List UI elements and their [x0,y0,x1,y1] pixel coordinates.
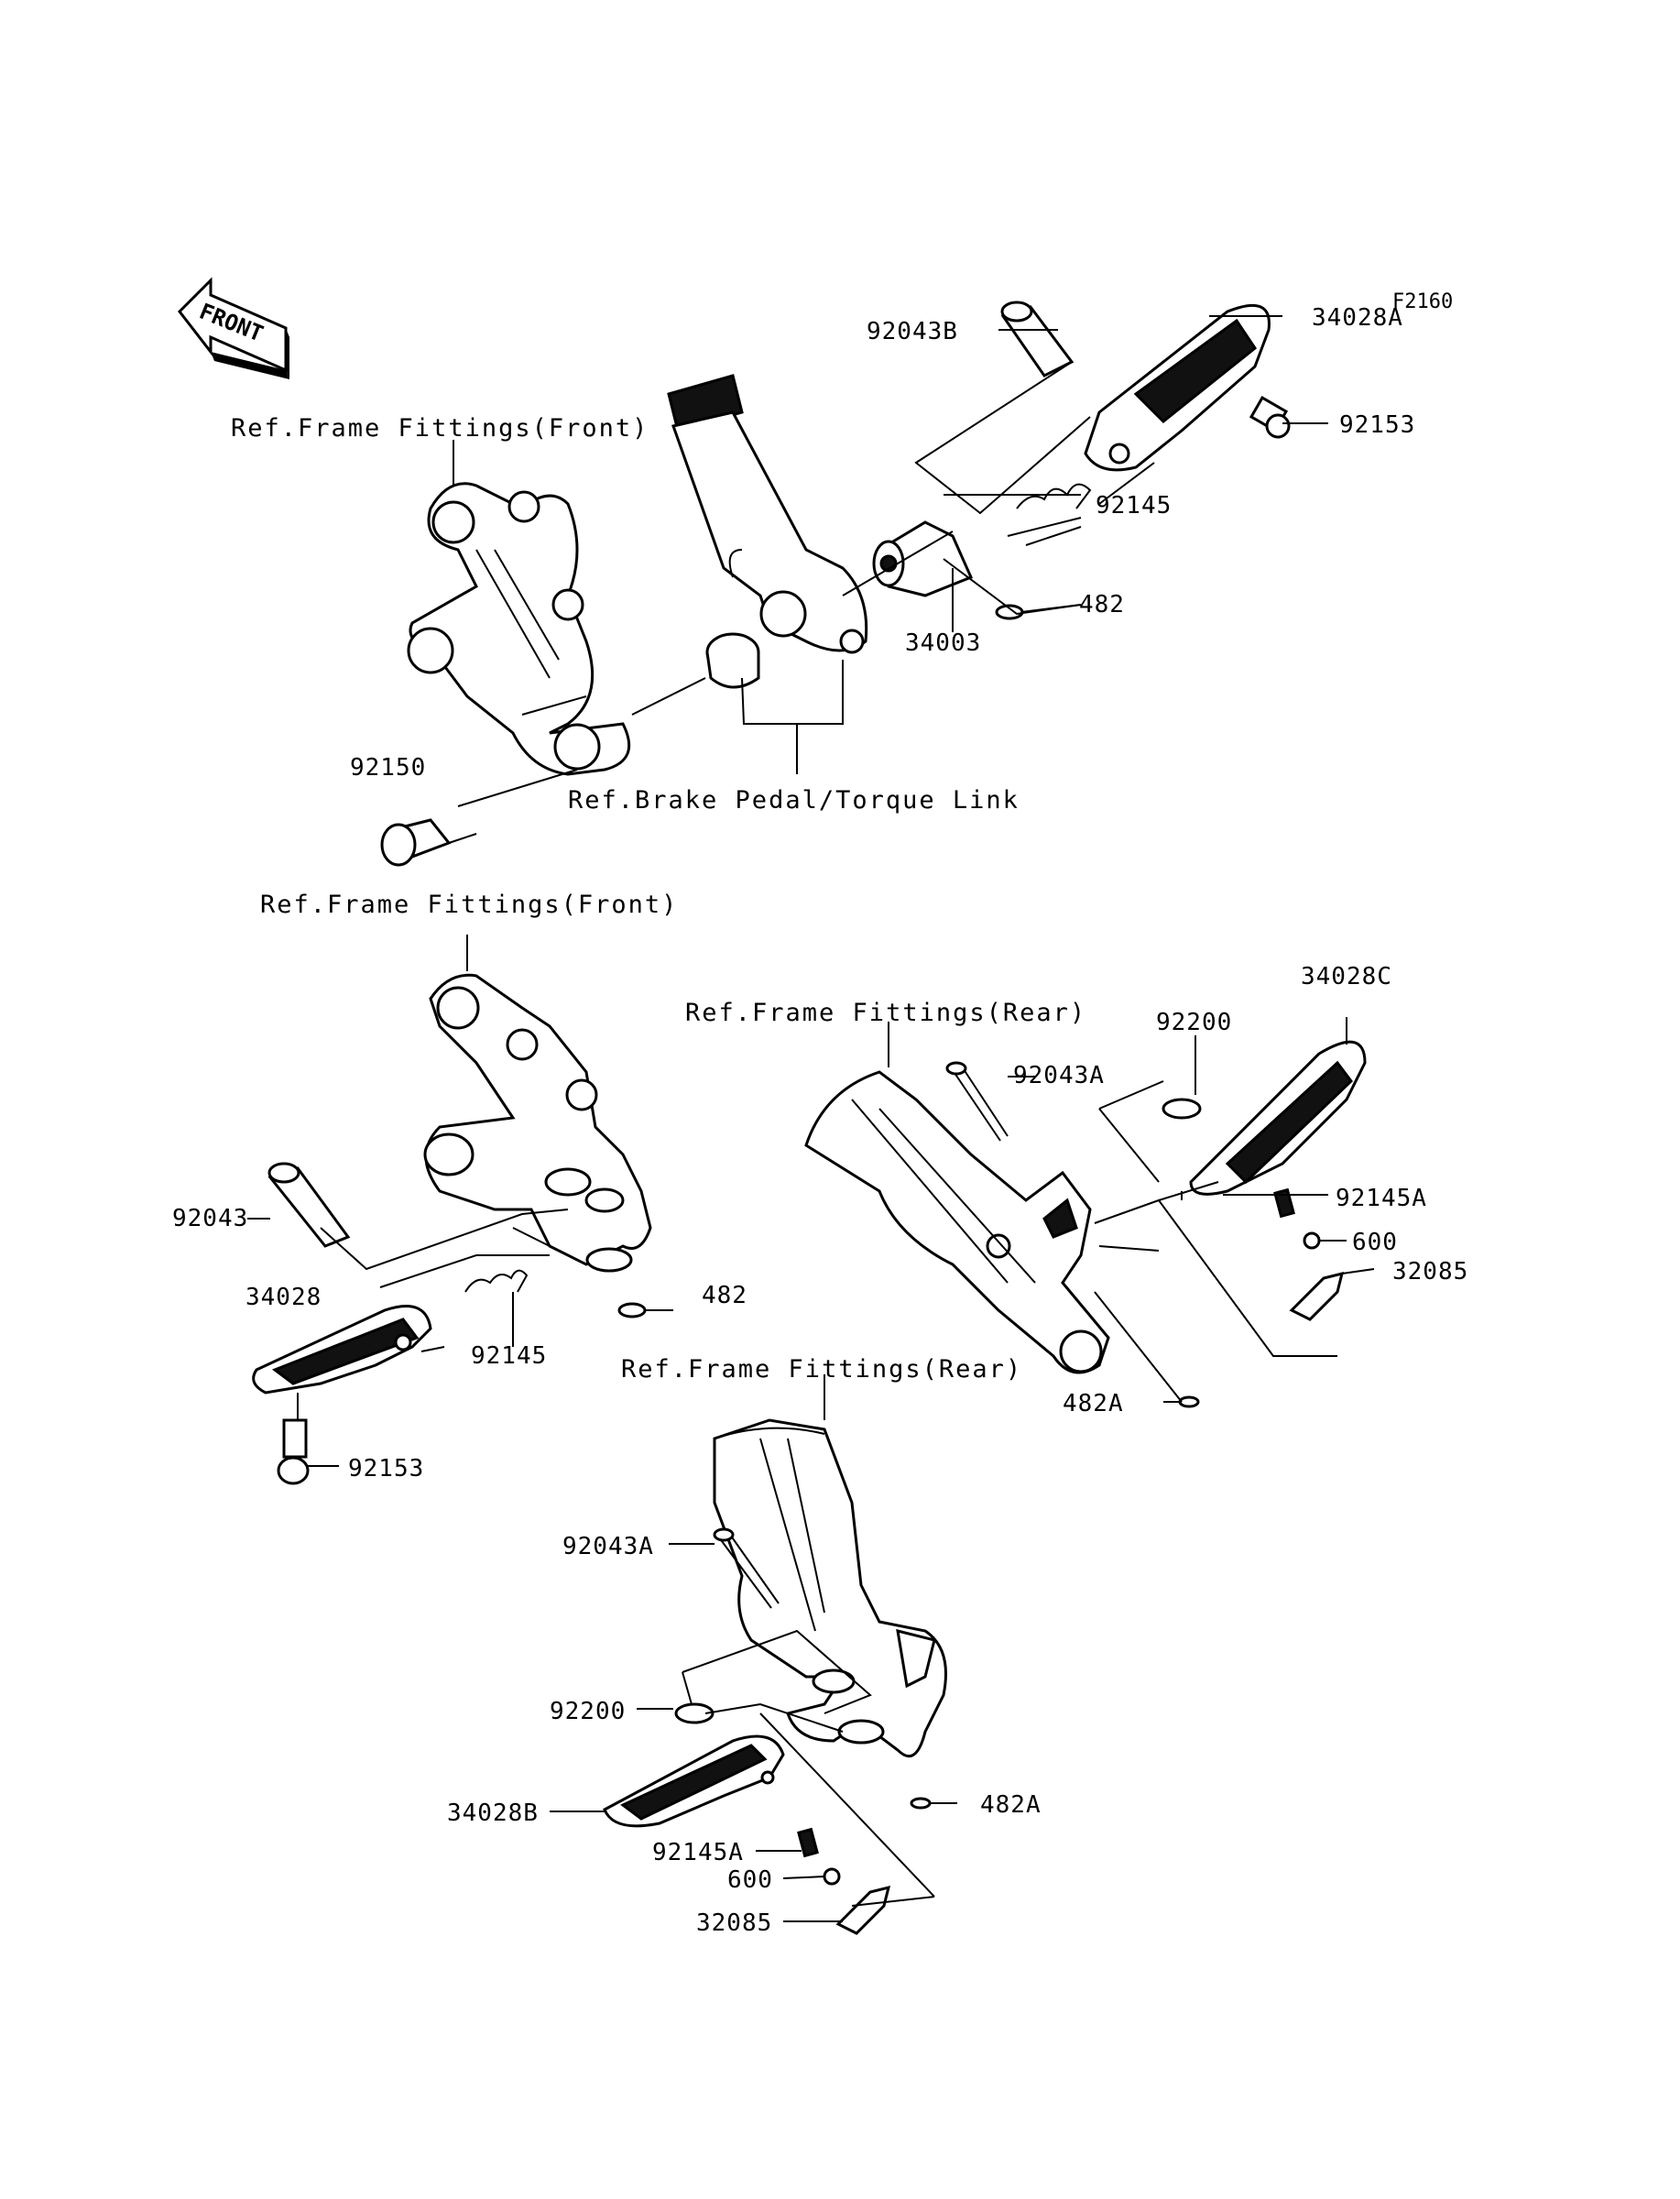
part-92043B: 92043B [867,318,958,345]
part-34028: 34028 [245,1284,322,1311]
part-92153-top: 92153 [1339,411,1415,439]
frame-bracket-front-top [407,482,631,776]
pin-92043A-bottom [713,1527,780,1609]
part-482-top: 482 [1079,591,1125,618]
ref-frame-fittings-rear-right: Ref.Frame Fittings(Rear) [685,999,1086,1027]
ball-600-right [1303,1231,1321,1250]
part-92043A-right: 92043A [1013,1062,1105,1089]
footpeg-34028 [252,1305,432,1395]
washer-92200-right [1162,1098,1202,1120]
spring-92145A-bottom [797,1827,819,1858]
part-92145A-right: 92145A [1336,1185,1427,1212]
part-32085-right: 32085 [1392,1258,1468,1285]
part-92200-right: 92200 [1156,1009,1232,1036]
footpeg-34028B [603,1734,785,1828]
spring-92145-top [1016,483,1092,509]
pivot-34003 [872,520,974,597]
ball-600-bottom [823,1867,841,1886]
detent-32085-bottom [835,1885,891,1935]
part-92145-mid: 92145 [471,1342,547,1370]
frame-bracket-front-mid [423,973,652,1273]
part-92145A-bottom: 92145A [652,1839,744,1866]
part-482A-bottom: 482A [980,1791,1042,1819]
part-92150: 92150 [350,754,426,782]
part-92043: 92043 [172,1205,248,1232]
footpeg-34028A [1084,303,1271,472]
pin-92043B [1000,301,1075,377]
ref-frame-fittings-front-mid: Ref.Frame Fittings(Front) [260,891,678,919]
top-assembly [380,301,1328,867]
footpeg-34028C [1189,1040,1367,1196]
frame-rear-bottom [713,1418,947,1758]
part-92153-mid: 92153 [348,1455,424,1482]
frame-rear-right [804,1070,1110,1374]
part-32085-bottom: 32085 [696,1909,772,1937]
bolt-92153-mid [277,1418,310,1485]
ref-brake-pedal-torque-link: Ref.Brake Pedal/Torque Link [568,786,1020,815]
ref-frame-fittings-front-top: Ref.Frame Fittings(Front) [231,414,649,443]
part-34003: 34003 [905,629,981,657]
pin-92043A-right [945,1061,1009,1142]
bolt-92150 [380,818,452,867]
part-92200-bottom: 92200 [550,1698,626,1725]
part-600-right: 600 [1352,1229,1398,1256]
pin-92043 [267,1162,351,1248]
clip-482-mid [617,1302,647,1318]
diagram-code: F2160 [1392,290,1453,313]
part-34028B: 34028B [447,1800,539,1827]
part-482A-right: 482A [1063,1390,1124,1417]
part-34028A: 34028A [1312,304,1403,332]
middle-right-assembly [804,1017,1375,1408]
bottom-assembly [550,1374,957,1935]
bushing [705,632,760,689]
part-92043A-bottom: 92043A [562,1533,654,1560]
ref-frame-fittings-rear-bottom: Ref.Frame Fittings(Rear) [621,1355,1022,1384]
spring-92145A-right [1273,1187,1295,1219]
bolt-92153-top [1249,396,1291,439]
clip-482A-bottom [910,1797,932,1810]
part-482-mid: 482 [702,1282,747,1309]
middle-left-assembly [247,935,673,1485]
part-92145-top: 92145 [1096,492,1172,520]
spring-92145-mid [464,1269,529,1293]
brake-pedal [667,374,868,654]
washer-92200-bottom [674,1702,715,1724]
part-34028C: 34028C [1301,963,1392,990]
clip-482A-right [1178,1395,1200,1408]
part-600-bottom: 600 [727,1866,773,1894]
front-arrow-icon: FRONT [178,277,289,379]
detent-32085-right [1289,1271,1345,1321]
